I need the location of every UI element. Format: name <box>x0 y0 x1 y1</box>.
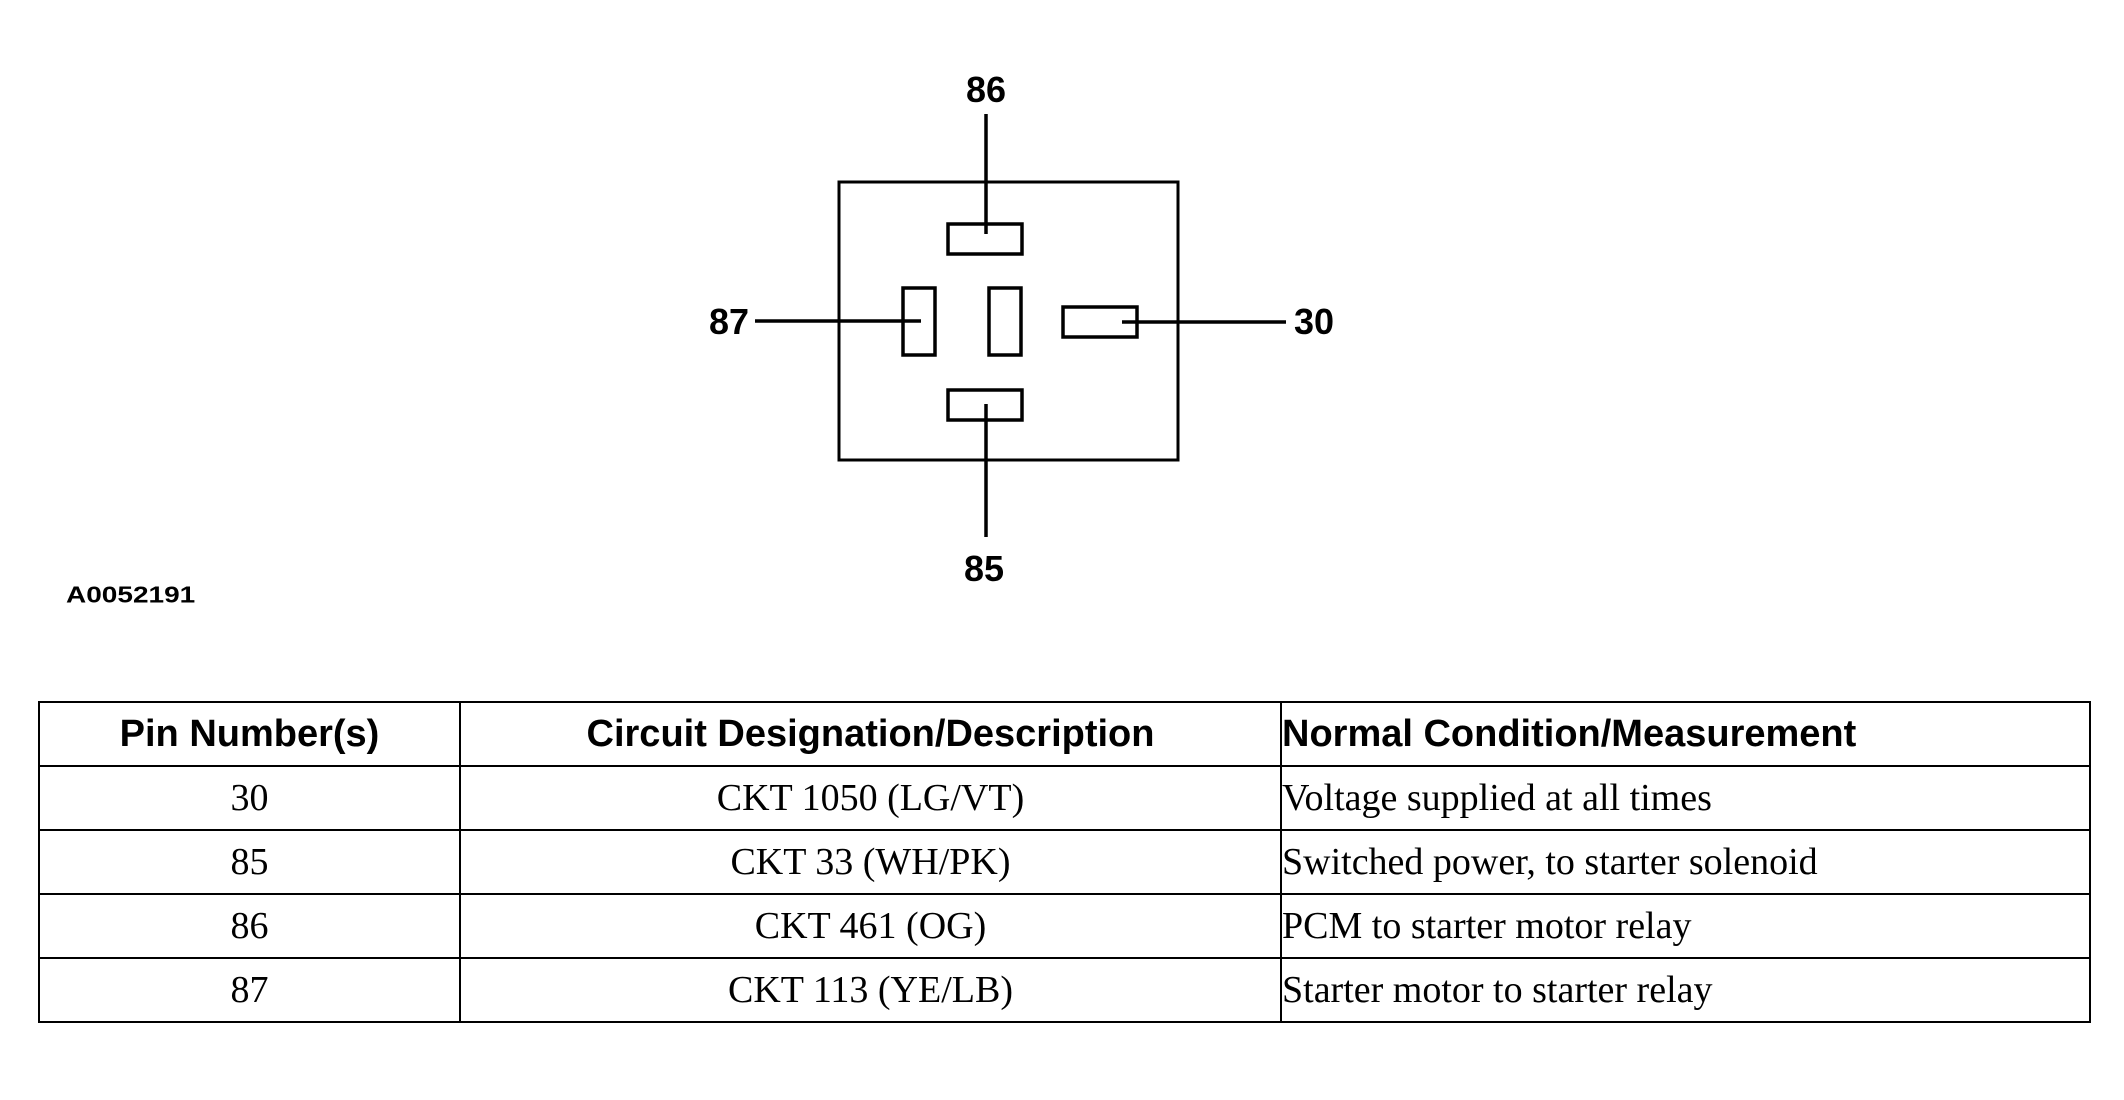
header-pin-number: Pin Number(s) <box>38 701 461 767</box>
table-row: 85 CKT 33 (WH/PK) Switched power, to sta… <box>38 829 2091 895</box>
cell-pin: 85 <box>38 829 461 895</box>
cell-condition: Voltage supplied at all times <box>1280 765 2091 831</box>
cell-pin: 86 <box>38 893 461 959</box>
table-row: 86 CKT 461 (OG) PCM to starter motor rel… <box>38 893 2091 959</box>
cell-pin: 30 <box>38 765 461 831</box>
cell-circuit: CKT 113 (YE/LB) <box>459 957 1282 1023</box>
terminal-center <box>987 286 1023 357</box>
pin-label-85: 85 <box>964 548 1004 589</box>
table-row: 30 CKT 1050 (LG/VT) Voltage supplied at … <box>38 765 2091 831</box>
cell-pin: 87 <box>38 957 461 1023</box>
cell-circuit: CKT 461 (OG) <box>459 893 1282 959</box>
pin-label-86: 86 <box>966 69 1006 110</box>
cell-circuit: CKT 33 (WH/PK) <box>459 829 1282 895</box>
pin-table: Pin Number(s) Circuit Designation/Descri… <box>38 701 2091 1023</box>
pin-label-30: 30 <box>1294 301 1334 342</box>
relay-connector-diagram: 86 87 30 85 <box>709 69 1334 589</box>
header-circuit: Circuit Designation/Description <box>459 701 1282 767</box>
pin-label-87: 87 <box>709 301 749 342</box>
cell-circuit: CKT 1050 (LG/VT) <box>459 765 1282 831</box>
cell-condition: Switched power, to starter solenoid <box>1280 829 2091 895</box>
header-condition: Normal Condition/Measurement <box>1280 701 2091 767</box>
cell-condition: Starter motor to starter relay <box>1280 957 2091 1023</box>
table-header-row: Pin Number(s) Circuit Designation/Descri… <box>38 701 2091 767</box>
figure-id: A0052191 <box>66 582 196 608</box>
table-row: 87 CKT 113 (YE/LB) Starter motor to star… <box>38 957 2091 1023</box>
cell-condition: PCM to starter motor relay <box>1280 893 2091 959</box>
